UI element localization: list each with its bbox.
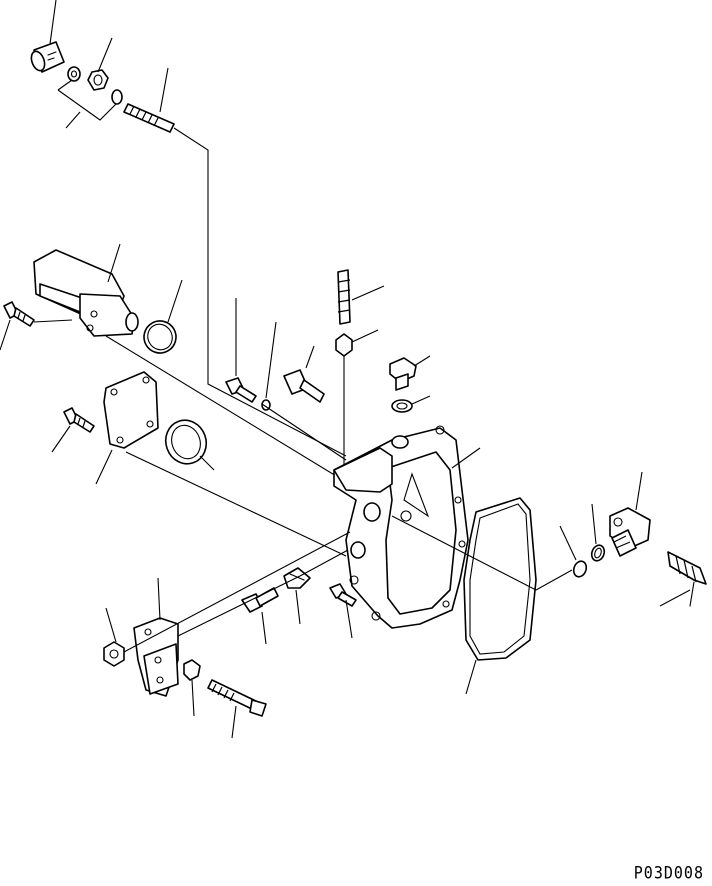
bolt-part-left-lower xyxy=(63,407,95,433)
leader-line xyxy=(95,449,113,485)
long-bolt-part xyxy=(207,679,267,717)
leader-line xyxy=(157,577,161,621)
leader-line xyxy=(107,243,121,283)
bolt-part-bottom-2 xyxy=(329,583,357,607)
valve-connector-part xyxy=(609,507,651,557)
leader-line xyxy=(231,705,237,739)
leader-line xyxy=(659,589,691,607)
assembly-line xyxy=(173,127,347,457)
washer-part-2 xyxy=(111,89,123,105)
bolt-part-left-upper xyxy=(3,301,35,327)
leader-bracket xyxy=(57,79,117,129)
leader-line xyxy=(265,321,277,399)
bolt-part-bottom-1 xyxy=(241,587,279,613)
hex-nut-part xyxy=(87,69,109,91)
leader-line xyxy=(635,471,643,511)
spring-pin-part xyxy=(337,269,351,325)
washer-part-1 xyxy=(67,66,81,82)
flange-bolt-part xyxy=(283,369,325,403)
leader-line xyxy=(351,329,379,343)
washer-part-4 xyxy=(572,560,588,578)
leader-line xyxy=(0,319,11,351)
actuator-part xyxy=(33,249,139,337)
leader-line xyxy=(305,345,315,369)
leader-line xyxy=(49,0,57,45)
assembly-line xyxy=(391,515,573,591)
leader-line xyxy=(411,395,431,405)
rear-gasket-part xyxy=(463,497,537,661)
assembly-line xyxy=(33,319,73,323)
leader-line xyxy=(351,285,385,301)
leader-line xyxy=(345,599,353,639)
leader-line xyxy=(191,679,195,717)
leader-line xyxy=(295,589,301,625)
cover-plate-part xyxy=(103,371,159,449)
leader-line xyxy=(451,447,481,469)
seal-ring-part xyxy=(164,419,208,465)
small-nut-bottom-part xyxy=(183,659,201,681)
plug-part xyxy=(389,357,417,391)
cap-nut-part xyxy=(30,41,65,73)
leader-line xyxy=(559,525,577,561)
housing-part xyxy=(333,425,469,629)
leader-line xyxy=(465,659,477,695)
stud-bolt-part xyxy=(123,103,175,133)
clip-part xyxy=(667,551,707,607)
o-ring-part xyxy=(143,320,177,354)
bolt-part-mid-1 xyxy=(225,377,257,403)
leader-line xyxy=(591,503,597,545)
leader-line xyxy=(51,425,71,453)
small-nut-part xyxy=(335,333,353,357)
leader-line xyxy=(105,607,117,643)
leader-line xyxy=(413,355,431,367)
bracket-part xyxy=(133,617,179,697)
leader-line xyxy=(261,611,267,645)
leader-line xyxy=(97,37,113,73)
leader-line xyxy=(159,67,169,113)
assembly-line xyxy=(123,531,351,653)
assembly-line xyxy=(299,549,349,577)
assembly-line xyxy=(177,575,301,637)
assembly-line xyxy=(125,451,347,557)
assembly-line xyxy=(261,403,347,461)
assembly-line xyxy=(105,335,347,483)
o-ring-small-part xyxy=(590,544,606,562)
gasket-washer-part xyxy=(391,399,413,413)
drawing-code-label: P03D008 xyxy=(633,863,704,883)
flange-nut-part xyxy=(103,641,125,667)
leader-line xyxy=(199,455,215,471)
leader-line xyxy=(167,279,183,323)
